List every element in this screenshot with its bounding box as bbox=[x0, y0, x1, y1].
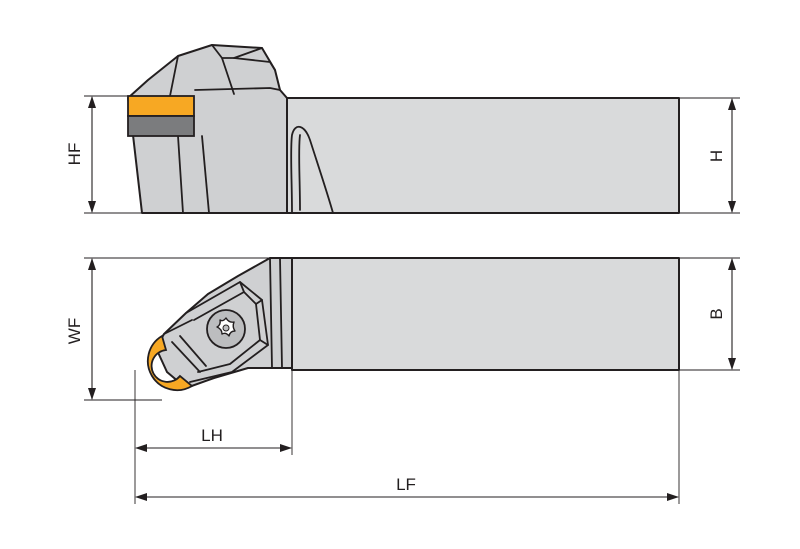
top-clamp-facet bbox=[255, 299, 263, 305]
b-label: B bbox=[707, 308, 726, 319]
torx-screw-icon bbox=[206, 309, 246, 349]
lf-label: LF bbox=[396, 475, 416, 494]
top-head-edge bbox=[269, 257, 273, 369]
side-shim bbox=[127, 115, 195, 137]
top-clamp-facet bbox=[171, 341, 201, 373]
wf-label: WF bbox=[65, 318, 84, 344]
hf-label: HF bbox=[65, 143, 84, 166]
top-head-edge bbox=[279, 257, 283, 369]
side-insert bbox=[127, 95, 195, 117]
top-view: WF B LH LF bbox=[65, 257, 740, 504]
side-head-facet bbox=[211, 44, 263, 59]
side-view: HF H bbox=[65, 44, 740, 214]
top-clamp-facet bbox=[185, 281, 269, 383]
side-groove bbox=[290, 126, 334, 214]
top-clamp-facet bbox=[179, 335, 207, 367]
top-shank bbox=[291, 257, 680, 371]
side-head-facet bbox=[201, 135, 210, 214]
top-clamp-facet bbox=[259, 339, 269, 346]
side-head-facet bbox=[169, 55, 179, 97]
top-clamp-facet bbox=[193, 291, 261, 373]
side-head-facet bbox=[177, 135, 184, 214]
top-clamp-facet bbox=[239, 281, 245, 293]
lh-label: LH bbox=[201, 426, 223, 445]
round-insert-icon bbox=[146, 334, 194, 392]
h-label: H bbox=[707, 150, 726, 162]
side-head-facet bbox=[194, 87, 281, 91]
side-groove-inner bbox=[298, 134, 301, 211]
side-head-facet bbox=[233, 57, 276, 71]
side-shank bbox=[286, 97, 680, 214]
side-head-facet bbox=[221, 57, 235, 95]
top-clamp-facet bbox=[163, 319, 193, 335]
